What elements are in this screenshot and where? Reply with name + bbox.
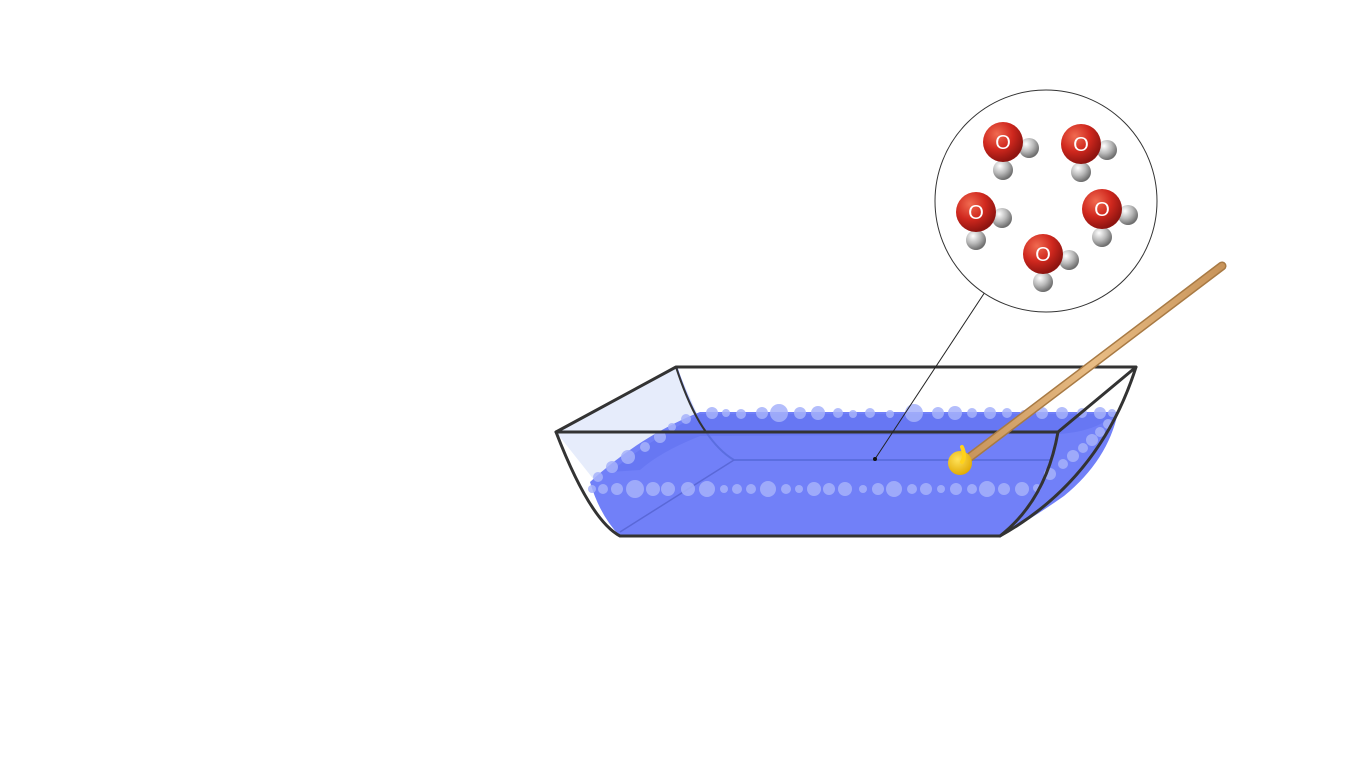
oxygen-label: O	[995, 132, 1011, 154]
hydrogen-atom	[1118, 205, 1138, 225]
oxygen-atom	[1023, 234, 1063, 274]
water-molecules: O O O O O	[956, 122, 1138, 292]
front-bubbles	[588, 480, 1041, 498]
tank-inner-edge	[675, 366, 707, 433]
oxygen-atom	[956, 192, 996, 232]
water-molecule-icon: O	[983, 122, 1039, 180]
sodium-piece	[948, 445, 972, 475]
water-surface	[610, 414, 1116, 472]
tank-bottom-diagonal	[619, 459, 735, 533]
oxygen-label: O	[1035, 244, 1051, 266]
hydrogen-atom	[992, 208, 1012, 228]
hydrogen-atom	[1019, 138, 1039, 158]
hydrogen-atom	[966, 230, 986, 250]
oxygen-atom	[983, 122, 1023, 162]
oxygen-atom	[1061, 124, 1101, 164]
stirring-rod-icon	[948, 261, 1227, 475]
hydrogen-atom	[1097, 140, 1117, 160]
zoom-callout: O O O O O	[873, 89, 1158, 461]
hydrogen-atom	[1033, 272, 1053, 292]
water-molecule-icon: O	[1082, 189, 1138, 247]
water-molecule-icon: O	[956, 192, 1012, 250]
hydrogen-atom	[1071, 162, 1091, 182]
tank-outline	[554, 365, 1138, 538]
callout-anchor-dot	[873, 457, 877, 461]
hydrogen-atom	[1092, 227, 1112, 247]
hydrogen-atom	[1059, 250, 1079, 270]
water-molecule-icon: O	[1061, 124, 1117, 182]
oxygen-atom	[1082, 189, 1122, 229]
oxygen-label: O	[1073, 134, 1089, 156]
oxygen-label: O	[1094, 199, 1110, 221]
water-molecule-icon: O	[1023, 234, 1079, 292]
oxygen-label: O	[968, 202, 984, 224]
hydrogen-atom	[993, 160, 1013, 180]
callout-pointer	[874, 291, 986, 460]
